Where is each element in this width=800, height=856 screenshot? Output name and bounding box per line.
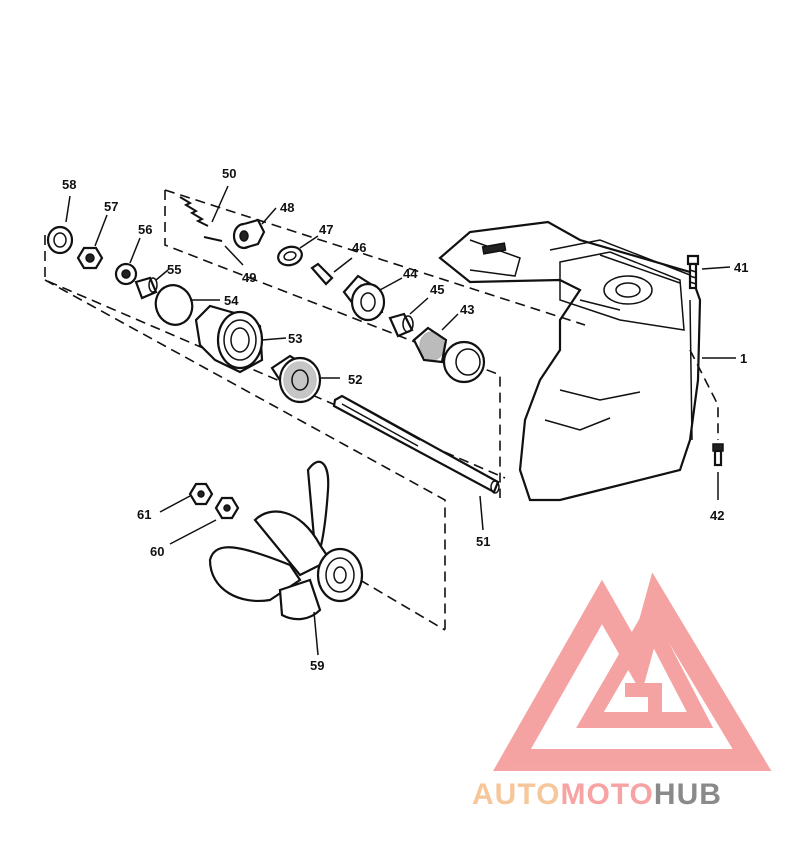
part-labels: 1 41 42 43 44 45 46 47 48 49 50 51 52 53… — [62, 166, 748, 673]
part-49-pin — [203, 236, 244, 266]
gear-housing — [438, 220, 702, 502]
label-60: 60 — [150, 544, 164, 559]
part-51-prop-shaft — [332, 394, 500, 531]
label-44: 44 — [403, 266, 418, 281]
label-1: 1 — [740, 351, 747, 366]
part-46-cross-pin — [310, 257, 353, 286]
part-58-seal — [46, 195, 74, 255]
logo-triangle-outer — [493, 572, 772, 771]
watermark-hub: HUB — [654, 778, 722, 811]
part-52-reverse-gear — [270, 354, 340, 404]
label-57: 57 — [104, 199, 118, 214]
watermark-auto: AUTO — [472, 778, 560, 811]
part-45-bushing — [388, 297, 429, 338]
watermark-logo — [493, 572, 772, 771]
label-51: 51 — [476, 534, 490, 549]
part-56-washer — [114, 237, 141, 286]
part-54-oring — [154, 284, 220, 326]
label-61: 61 — [137, 507, 151, 522]
watermark-moto: MOTO — [560, 778, 653, 811]
label-47: 47 — [319, 222, 333, 237]
label-52: 52 — [348, 372, 362, 387]
part-47-retainer — [277, 235, 319, 267]
part-48-clutch — [232, 207, 277, 250]
part-53-bearing-carrier — [194, 304, 287, 374]
label-56: 56 — [138, 222, 152, 237]
logo-triangle-inner — [576, 603, 714, 728]
assembly-guides — [44, 189, 719, 631]
label-43: 43 — [460, 302, 474, 317]
part-57-nut — [76, 214, 108, 270]
watermark-text: AUTOMOTOHUB — [472, 778, 722, 811]
svg-text:AUTOMOTOHUB: AUTOMOTOHUB — [472, 778, 722, 811]
part-44-forward-gear — [342, 274, 403, 322]
label-59: 59 — [310, 658, 324, 673]
part-42-screw — [712, 443, 724, 500]
part-50-spring — [179, 185, 229, 227]
bearing-cup — [442, 340, 486, 384]
label-50: 50 — [222, 166, 236, 181]
label-41: 41 — [734, 260, 748, 275]
label-58: 58 — [62, 177, 76, 192]
label-55: 55 — [167, 262, 181, 277]
label-54: 54 — [224, 293, 239, 308]
part-59-propeller — [208, 460, 364, 656]
label-48: 48 — [280, 200, 294, 215]
label-45: 45 — [430, 282, 444, 297]
part-43-pinion — [412, 313, 459, 364]
logo-g-stroke — [625, 683, 662, 720]
label-49: 49 — [242, 270, 256, 285]
part-41-bolt — [686, 254, 731, 290]
label-46: 46 — [352, 240, 366, 255]
part-61-nut — [159, 482, 214, 513]
part-55-bushing — [134, 269, 169, 300]
label-42: 42 — [710, 508, 724, 523]
label-53: 53 — [288, 331, 302, 346]
part-60-nut — [169, 496, 240, 545]
